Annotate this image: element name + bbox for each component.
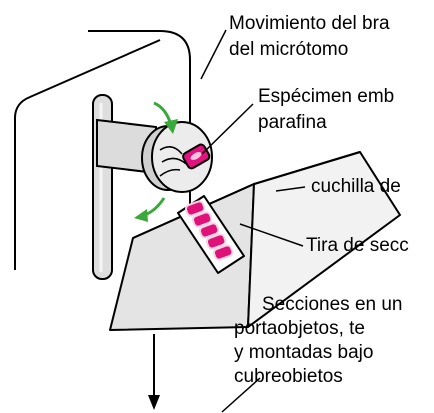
section-slice bbox=[191, 211, 213, 228]
section-slice bbox=[205, 233, 227, 250]
label-sections-line2: portaobjetos, te bbox=[234, 318, 365, 339]
microtome-housing-outline bbox=[88, 30, 191, 258]
label-specimen-line2: parafina bbox=[258, 112, 327, 133]
section-ribbon bbox=[177, 195, 245, 274]
leader-line-blade bbox=[275, 186, 306, 192]
leader-line-specimen bbox=[201, 103, 254, 155]
section-slice bbox=[198, 222, 220, 239]
leader-line-sections bbox=[221, 377, 261, 413]
label-blade: cuchilla de bbox=[311, 176, 401, 197]
microtome-housing-back-outline bbox=[14, 39, 161, 270]
clamp-spring-clip bbox=[159, 146, 187, 177]
leader-line-arm-movement bbox=[200, 29, 227, 80]
label-sections-line4: cubreobietos bbox=[234, 366, 343, 387]
label-specimen-line1: Espécimen emb bbox=[258, 86, 395, 107]
label-sections-line1: Secciones en un bbox=[262, 294, 403, 315]
curved-arrow-icon bbox=[134, 197, 166, 222]
section-slice bbox=[184, 200, 206, 217]
leader-line-strip bbox=[239, 223, 304, 247]
curved-arrow-icon bbox=[153, 101, 178, 134]
label-sections-line3: y montadas bajo bbox=[234, 342, 374, 363]
label-arm-movement-line1: Movimiento del bra bbox=[229, 13, 390, 34]
label-arm-movement-line2: del micrótomo bbox=[229, 39, 349, 60]
label-strip: Tira de secc bbox=[306, 235, 409, 256]
down-arrow-icon bbox=[148, 334, 160, 410]
specimen-clamp-face bbox=[151, 121, 213, 193]
paraffin-specimen bbox=[182, 143, 211, 170]
section-slice bbox=[212, 244, 234, 261]
